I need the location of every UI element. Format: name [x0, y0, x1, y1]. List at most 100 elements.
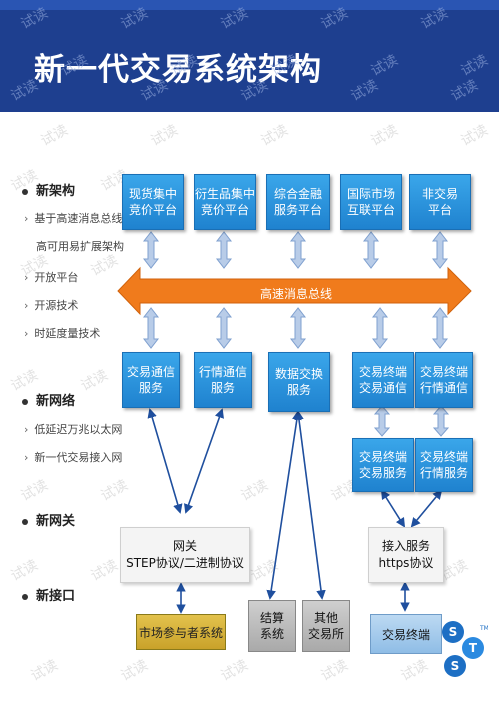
box-label: 行情通信 — [419, 381, 468, 395]
chevron-right-icon: › — [24, 451, 29, 464]
box-label: https协议 — [378, 556, 434, 570]
box-label: 交易通信 — [126, 365, 175, 379]
net-item-label: 低延迟万兆以太网 — [34, 423, 123, 436]
chevron-right-icon: › — [24, 327, 29, 340]
box-label: 交易终端 — [419, 450, 468, 464]
bidirectional-arrow-icon — [431, 231, 449, 269]
bidirectional-arrow-icon — [142, 231, 160, 269]
chevron-right-icon: › — [24, 212, 29, 225]
logo-letter: T — [469, 641, 478, 655]
box-trade-comm: 交易通信服务 — [122, 352, 180, 408]
bullet-dot-icon — [22, 188, 28, 195]
chevron-right-icon: › — [24, 271, 29, 284]
arch-item: › 开放平台 — [24, 271, 78, 285]
box-derivatives-auction: 衍生品集中竞价平台 — [194, 174, 256, 230]
section-iface-label: 新接口 — [36, 589, 76, 604]
box-label: 接入服务 — [381, 539, 430, 553]
box-label: 交易通信 — [358, 381, 407, 395]
box-label: 服务 — [286, 383, 311, 397]
box-label: 行情通信 — [198, 365, 247, 379]
logo-trademark: TM — [479, 625, 488, 632]
box-settlement: 结算系统 — [248, 600, 296, 652]
logo-letter: S — [451, 659, 460, 673]
chevron-right-icon: › — [24, 299, 29, 312]
connector-line — [184, 408, 224, 514]
box-label: 交易服务 — [358, 466, 407, 480]
box-label: 互联平台 — [346, 203, 395, 217]
connector-line — [266, 410, 302, 600]
bidirectional-arrow-icon — [215, 231, 233, 269]
section-net-title: 新网络 — [22, 390, 75, 409]
box-terminal-trade-comm: 交易终端交易通信 — [352, 352, 414, 408]
sts-logo-icon: S T S TM — [442, 621, 488, 677]
box-financial-services: 综合金融服务平台 — [266, 174, 330, 230]
bidirectional-arrow-icon — [371, 307, 389, 349]
arch-item-label: 基于高速消息总线的 — [34, 212, 134, 225]
box-terminal-quote-service: 交易终端行情服务 — [415, 438, 473, 492]
box-label: 国际市场 — [346, 187, 395, 201]
connector-line — [294, 410, 326, 600]
arch-item-label: 高可用易扩展架构 — [36, 240, 124, 253]
box-terminal-quote-comm: 交易终端行情通信 — [415, 352, 473, 408]
arch-item-label: 时延度量技术 — [34, 327, 101, 340]
box-label: STEP协议/二进制协议 — [126, 556, 244, 570]
box-label: 现货集中 — [128, 187, 177, 201]
message-bus-arrow — [117, 266, 472, 316]
net-item: › 新一代交易接入网 — [24, 451, 122, 465]
arch-item: › 时延度量技术 — [24, 327, 100, 341]
header-stripe — [0, 0, 499, 10]
box-label: 交易终端 — [358, 365, 407, 379]
box-international-market: 国际市场互联平台 — [340, 174, 402, 230]
box-label: 网关 — [172, 539, 197, 553]
box-data-exchange: 数据交换服务 — [268, 352, 330, 412]
box-label: 行情服务 — [419, 466, 468, 480]
bullet-dot-icon — [22, 398, 28, 405]
arch-item-label: 开源技术 — [34, 299, 79, 312]
connector-line — [147, 408, 183, 514]
box-label: 竞价平台 — [128, 203, 177, 217]
message-bus-label: 高速消息总线 — [259, 287, 332, 301]
box-label: 结算 — [259, 611, 284, 625]
arch-item: › 开源技术 — [24, 299, 78, 313]
bullet-dot-icon — [22, 518, 28, 525]
section-gateway-title: 新网关 — [22, 510, 75, 529]
chevron-right-icon: › — [24, 423, 29, 436]
box-spot-auction: 现货集中竞价平台 — [122, 174, 184, 230]
header-banner — [0, 0, 499, 112]
box-label: 数据交换 — [274, 367, 323, 381]
arch-item-label: 开放平台 — [34, 271, 79, 284]
section-net-label: 新网络 — [36, 394, 76, 409]
section-arch-title: 新架构 — [22, 180, 75, 199]
box-label: 其他 — [313, 611, 338, 625]
bidirectional-arrow-icon — [431, 307, 449, 349]
box-label: 服务平台 — [273, 203, 322, 217]
box-label: 竞价平台 — [200, 203, 249, 217]
box-quote-comm: 行情通信服务 — [194, 352, 252, 408]
box-label: 交易终端 — [358, 450, 407, 464]
box-label: 综合金融 — [273, 187, 322, 201]
section-iface-title: 新接口 — [22, 585, 75, 604]
bidirectional-arrow-icon — [373, 405, 391, 437]
box-label: 交易所 — [307, 627, 344, 641]
section-gateway-label: 新网关 — [36, 514, 76, 529]
net-item-label: 新一代交易接入网 — [34, 451, 123, 464]
box-label: 系统 — [259, 627, 284, 641]
box-trading-terminal: 交易终端 — [370, 614, 442, 654]
box-label: 服务 — [210, 381, 235, 395]
arch-item: › 基于高速消息总线的 — [24, 212, 133, 226]
box-label: 平台 — [427, 203, 452, 217]
net-item: › 低延迟万兆以太网 — [24, 423, 122, 437]
connector-line — [410, 489, 443, 528]
box-label: 交易终端 — [419, 365, 468, 379]
connector-line — [380, 489, 406, 528]
section-arch-label: 新架构 — [36, 184, 76, 199]
bidirectional-arrow-icon — [289, 231, 307, 269]
box-label: 非交易 — [421, 187, 458, 201]
box-market-participants: 市场参与者系统 — [136, 614, 226, 650]
bidirectional-arrow-icon — [362, 231, 380, 269]
arch-item: 高可用易扩展架构 — [36, 240, 124, 254]
logo-letter: S — [449, 625, 458, 639]
box-gateway: 网关 STEP协议/二进制协议 — [120, 527, 250, 583]
bidirectional-arrow-icon — [432, 405, 450, 437]
